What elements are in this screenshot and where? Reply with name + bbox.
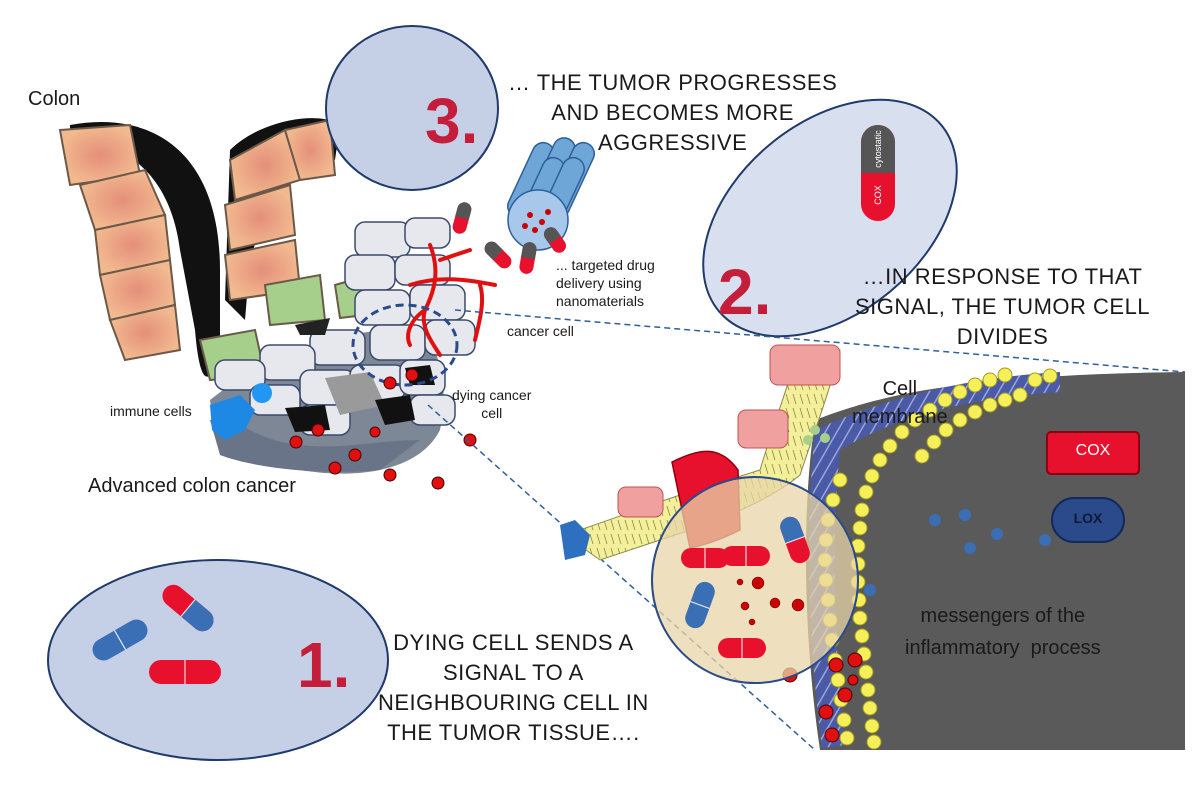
cox-badge: COX bbox=[1075, 442, 1111, 459]
targeted-delivery-label: ... targeted drug delivery using nanomat… bbox=[556, 257, 655, 309]
cancer-cell-label: cancer cell bbox=[507, 323, 574, 339]
step-3-text: … THE TUMOR PROGRESSES AND BECOMES MORE … bbox=[508, 70, 838, 155]
cox-capsule-text: COX bbox=[873, 185, 883, 205]
cell-membrane-label: Cell membrane bbox=[852, 378, 948, 428]
step-1-number: 1. bbox=[297, 629, 351, 701]
step-3-ellipse bbox=[325, 25, 499, 191]
step-1-text: DYING CELL SENDS A SIGNAL TO A NEIGHBOUR… bbox=[378, 630, 649, 745]
advanced-colon-cancer-label: Advanced colon cancer bbox=[88, 475, 296, 497]
cox-lox-capsule-icon bbox=[92, 584, 221, 684]
cytoplasm-circle bbox=[651, 476, 859, 684]
step-3-number: 3. bbox=[425, 85, 479, 157]
step-2-text: …IN RESPONSE TO THAT SIGNAL, THE TUMOR C… bbox=[855, 264, 1151, 349]
cell-membrane-zoom bbox=[782, 367, 1185, 750]
step-2-number: 2. bbox=[718, 256, 772, 328]
cytostatic-text: cytostatic bbox=[873, 130, 883, 168]
dying-cancer-cell-label: dying cancer cell bbox=[452, 387, 532, 421]
messengers-label: messengers of the inflammatory process bbox=[905, 605, 1101, 659]
colon-label: Colon bbox=[28, 88, 81, 110]
step-1-ellipse bbox=[47, 559, 389, 761]
cytostatic-capsule-icon: cytostatic COX bbox=[861, 125, 895, 221]
cytostatic-capsules bbox=[452, 202, 567, 274]
immune-cells-label: immune cells bbox=[110, 403, 192, 419]
tumor-mass bbox=[210, 217, 497, 490]
lox-badge: LOX bbox=[1073, 510, 1103, 526]
zoom-lines bbox=[427, 309, 1186, 751]
nanotube-bundle-icon bbox=[506, 137, 596, 251]
